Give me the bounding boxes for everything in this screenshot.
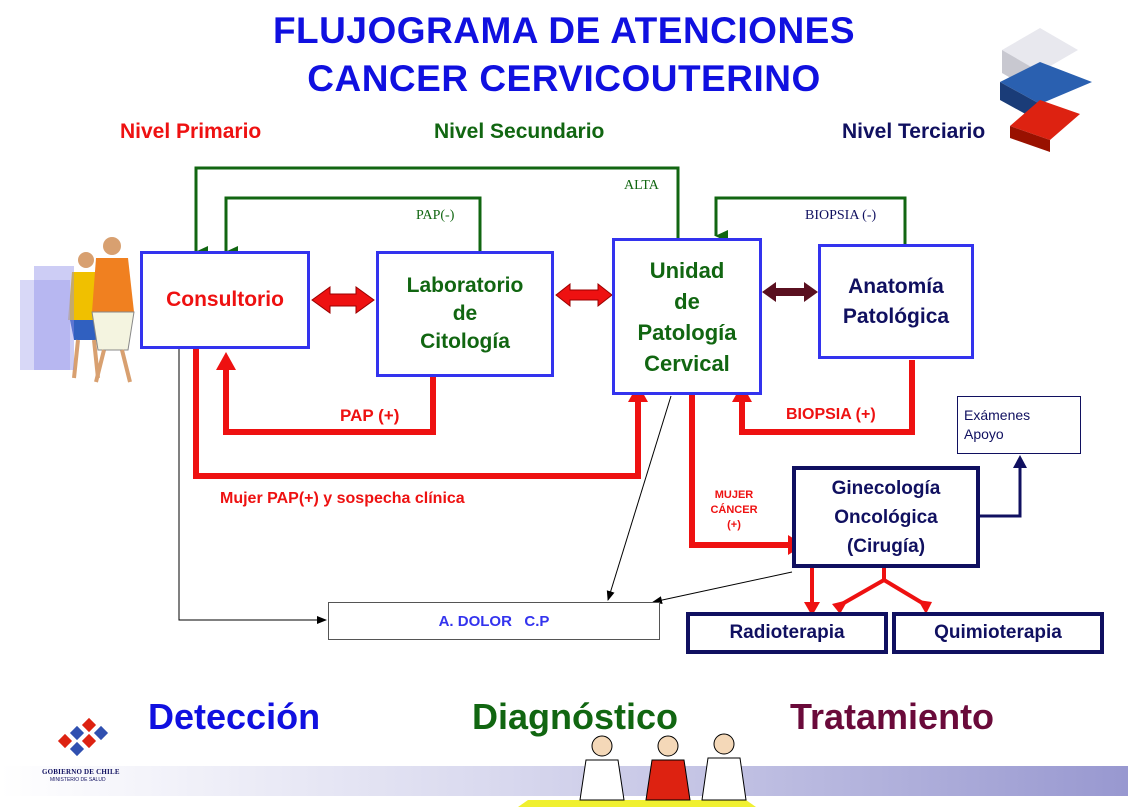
node-a-dolor: A. DOLOR C.P — [328, 602, 660, 640]
edge-label-mujer-cancer: MUJER CÁNCER (+) — [710, 489, 758, 531]
node-ginecologia: Ginecología Oncológica (Cirugía) — [792, 466, 980, 568]
node-anatomia-label: Anatomía Patológica — [842, 274, 950, 328]
node-unidad-label: Unidad de Patología Cervical — [637, 257, 737, 376]
edge-label-pap-pos: PAP (+) — [340, 406, 400, 425]
treatment-arrows — [810, 568, 926, 606]
node-quimioterapia-label: Quimioterapia — [934, 622, 1062, 643]
node-laboratorio-label: Laboratorio de Citología — [406, 274, 524, 353]
edge-label-pap-neg: PAP(-) — [416, 208, 455, 223]
node-consultorio-label: Consultorio — [166, 288, 284, 311]
dark-bidirectional-arrow — [762, 282, 818, 302]
phase-tratamiento: Tratamiento — [790, 696, 995, 737]
green-feedback-arrows — [194, 166, 907, 258]
node-quimioterapia: Quimioterapia — [892, 612, 1104, 654]
edge-label-biopsia-neg: BIOPSIA (-) — [805, 208, 877, 223]
navy-connector — [980, 466, 1022, 518]
title-line-1: FLUJOGRAMA DE ATENCIONES — [272, 10, 856, 51]
node-examenes-apoyo: Exámenes Apoyo — [957, 396, 1081, 454]
meeting-people-icon — [518, 733, 756, 807]
node-examenes-label: Exámenes Apoyo — [964, 407, 1031, 442]
node-laboratorio: Laboratorio de Citología — [376, 251, 554, 377]
gov-name: GOBIERNO DE CHILE — [42, 768, 120, 776]
government-logo-icon — [57, 717, 109, 757]
level-tertiary: Nivel Terciario — [842, 120, 986, 143]
node-ginecologia-label: Ginecología Oncológica (Cirugía) — [831, 477, 941, 557]
node-radioterapia: Radioterapia — [686, 612, 888, 654]
title-line-2: CANCER CERVICOUTERINO — [307, 58, 821, 99]
node-radioterapia-label: Radioterapia — [729, 622, 845, 643]
node-a-dolor-label: A. DOLOR C.P — [438, 612, 550, 630]
edge-label-mujer-pap: Mujer PAP(+) y sospecha clínica — [220, 490, 465, 507]
node-consultorio: Consultorio — [140, 251, 310, 349]
level-primary: Nivel Primario — [120, 120, 262, 143]
gov-ministry: MINISTERIO DE SALUD — [50, 777, 106, 783]
node-anatomia: Anatomía Patológica — [818, 244, 974, 359]
phase-diagnostico: Diagnóstico — [472, 696, 679, 737]
edge-label-alta: ALTA — [624, 178, 659, 193]
women-figures-icon — [20, 237, 135, 383]
phase-deteccion: Detección — [148, 696, 321, 737]
level-secondary: Nivel Secundario — [434, 120, 605, 143]
node-unidad-patologia: Unidad de Patología Cervical — [612, 238, 762, 395]
edge-label-biopsia-pos: BIOPSIA (+) — [786, 406, 876, 423]
